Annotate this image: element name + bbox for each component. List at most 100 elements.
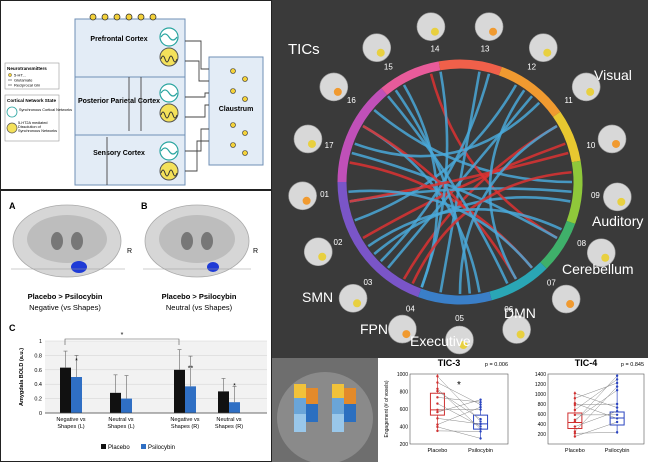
y-axis-label: Engagement (# of voxels) — [384, 380, 390, 437]
y-tick-label: 0 — [39, 411, 42, 417]
subject-point — [436, 375, 439, 378]
subject-point — [573, 432, 577, 435]
coronal-brain-a — [11, 204, 125, 278]
tic-number: 03 — [363, 278, 372, 287]
tic-number: 09 — [591, 191, 600, 200]
desync-wave-icon — [159, 47, 179, 67]
subject-point — [615, 402, 619, 406]
connectivity-link — [362, 124, 518, 280]
legend: Neurotransmitters 5-HT... Glutamate Reci… — [4, 62, 72, 142]
subject-point — [436, 402, 439, 405]
subject-point — [436, 387, 439, 390]
subject-point — [615, 378, 619, 381]
subject-point — [436, 381, 439, 384]
subject-point — [615, 374, 619, 377]
coronal-brain-b — [143, 204, 251, 278]
brain-thumbnail — [288, 181, 317, 211]
y-axis-label: Amygdala BOLD (a.u.) — [19, 348, 25, 406]
label-smn: SMN — [302, 289, 333, 305]
subject-point — [615, 420, 619, 424]
y-tick-label: 800 — [400, 390, 409, 396]
significance-marker: ** — [188, 365, 194, 372]
x-category-label: Shapes (L) — [107, 424, 134, 430]
amygdala-figure: A R Placebo > Psilocybin Negative (vs Sh… — [9, 201, 267, 451]
ring-segment — [418, 288, 492, 305]
subject-point — [573, 435, 577, 438]
network-ring — [337, 59, 583, 305]
subject-line — [437, 390, 481, 420]
subject-point — [573, 430, 577, 433]
subject-point — [436, 425, 439, 429]
subject-point — [436, 429, 439, 433]
brain-activation — [402, 330, 411, 339]
tic-number: 13 — [481, 44, 490, 53]
subject-point — [479, 420, 482, 423]
chart-title: TIC-4 — [575, 358, 598, 368]
connectivity-links — [348, 71, 573, 295]
ring-segment — [337, 88, 388, 183]
y-tick-label: 800 — [538, 402, 547, 408]
tic-number: 01 — [320, 190, 329, 199]
brain-thumbnail — [362, 33, 392, 63]
subject-point — [615, 381, 619, 385]
x-category-label: Shapes (R) — [215, 424, 243, 430]
axial-brain-slice — [272, 358, 378, 462]
label-fpn: FPN — [360, 321, 388, 337]
connectivity-link — [373, 109, 573, 184]
tic-number: 16 — [347, 96, 356, 105]
x-category-label: Neutral vs — [216, 417, 241, 423]
x-category-label: Neutral vs — [108, 417, 133, 423]
contrast-label: Placebo > Psilocybin — [162, 292, 237, 301]
subject-line — [574, 431, 618, 434]
bar — [229, 402, 240, 413]
brain-activation — [353, 299, 362, 308]
connectivity-link — [349, 151, 569, 203]
region-parietal: Posterior Parietal Cortex — [78, 98, 160, 105]
y-tick-label: 400 — [538, 422, 547, 428]
brain-activation — [307, 139, 316, 148]
connectivity-link — [387, 95, 533, 269]
subject-point — [479, 408, 482, 411]
subject-point — [479, 427, 482, 431]
subject-point — [436, 417, 439, 420]
claustrum-neurons — [230, 68, 248, 156]
y-tick-label: 200 — [400, 442, 409, 448]
label-tics: TICs — [288, 41, 320, 58]
tic-number: 04 — [406, 305, 415, 314]
subject-line — [437, 406, 481, 425]
subject-point — [479, 398, 482, 401]
region-sensory: Sensory Cortex — [93, 150, 145, 157]
condition-label: Neutral (vs Shapes) — [166, 303, 233, 312]
y-tick-label: 400 — [400, 425, 409, 431]
ring-segment — [566, 160, 583, 224]
bar — [60, 367, 71, 413]
brain-activation — [333, 87, 342, 96]
condition-label: Negative (vs Shapes) — [29, 303, 101, 312]
brain-activation — [376, 48, 385, 57]
subject-point — [573, 402, 577, 405]
brain-activation — [543, 48, 552, 57]
brain-activation — [516, 330, 525, 339]
significance-marker: * — [233, 383, 236, 390]
brain-thumbnail — [293, 124, 323, 154]
y-tick-label: 0.2 — [34, 397, 42, 403]
claustrum-diagram: Prefrontal Cortex Posterior Parietal Cor… — [4, 13, 264, 186]
legend-item: 5-HT... — [14, 73, 26, 78]
side-label: R — [253, 248, 258, 255]
y-tick-label: 0.8 — [34, 353, 42, 359]
tic-brain-thumbnails — [288, 12, 632, 355]
y-tick-label: 600 — [400, 407, 409, 413]
brain-activation — [617, 197, 626, 206]
connectivity-link — [394, 89, 472, 294]
subject-point — [479, 437, 482, 440]
brain-thumbnail — [602, 182, 632, 212]
subject-line — [437, 399, 481, 413]
brain-thumbnail — [303, 237, 333, 267]
legend-swatch — [101, 444, 106, 449]
subject-point — [573, 420, 577, 423]
brain-activation — [430, 27, 439, 36]
